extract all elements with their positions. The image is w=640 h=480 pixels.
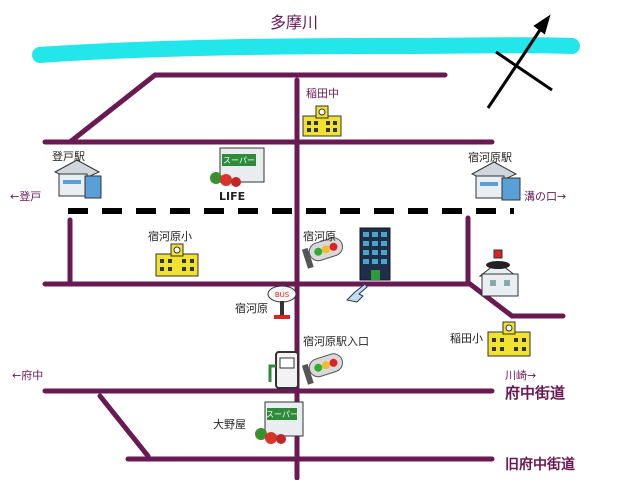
school-icon (487, 321, 531, 357)
school-label-inada-junior-high: 稲田中 (306, 87, 339, 100)
signal-label-shukugawara: 宿河原 (303, 230, 336, 243)
direction-label-fuchu: ←府中 (12, 369, 44, 382)
river-label: 多摩川 (270, 13, 319, 32)
station-building-icon (470, 161, 521, 201)
tama-river (32, 37, 580, 63)
direction-label-kawasaki: 川崎→ (505, 369, 537, 382)
traffic-light-icon (301, 353, 343, 385)
school-label-inada-elementary: 稲田小 (450, 332, 483, 345)
station-label-shukugawara: 宿河原駅 (468, 151, 512, 164)
road-kyu-fuchu-kaido (97, 393, 151, 459)
supermarket-icon: スーパー (210, 147, 265, 187)
police-box-icon (478, 249, 519, 297)
north-arrow-icon (486, 14, 553, 109)
direction-label-noborito: ←登戸 (10, 190, 42, 203)
bus-stop-label: 宿河原 (235, 302, 268, 315)
bus-stop-icon: BUS (267, 285, 297, 319)
road-north-diagonal (67, 72, 448, 145)
store-label-life: LIFE (219, 190, 246, 203)
supermarket-sign-onoya: スーパー (266, 410, 298, 419)
pointing-hand-icon (345, 283, 368, 303)
station-building-icon (53, 159, 102, 199)
office-building-icon (359, 227, 391, 281)
gas-pump-icon (268, 351, 299, 389)
road-label-fuchu-kaido: 府中街道 (505, 384, 566, 402)
direction-label-mizonokuchi: 溝の口→ (524, 190, 567, 203)
road-label-kyu-fuchu-kaido: 旧府中街道 (505, 457, 575, 473)
bus-stop-sign: BUS (275, 291, 290, 299)
supermarket-icon: スーパー (255, 401, 304, 444)
school-icon (155, 243, 199, 277)
store-label-onoya: 大野屋 (213, 418, 246, 431)
signal-label-station-entrance: 宿河原駅入口 (303, 335, 369, 348)
traffic-light-icon (301, 237, 343, 269)
supermarket-sign-life: スーパー (223, 156, 255, 165)
school-label-shukugawara-elementary: 宿河原小 (148, 230, 192, 243)
station-label-noborito: 登戸駅 (52, 150, 85, 163)
school-icon (302, 105, 342, 137)
